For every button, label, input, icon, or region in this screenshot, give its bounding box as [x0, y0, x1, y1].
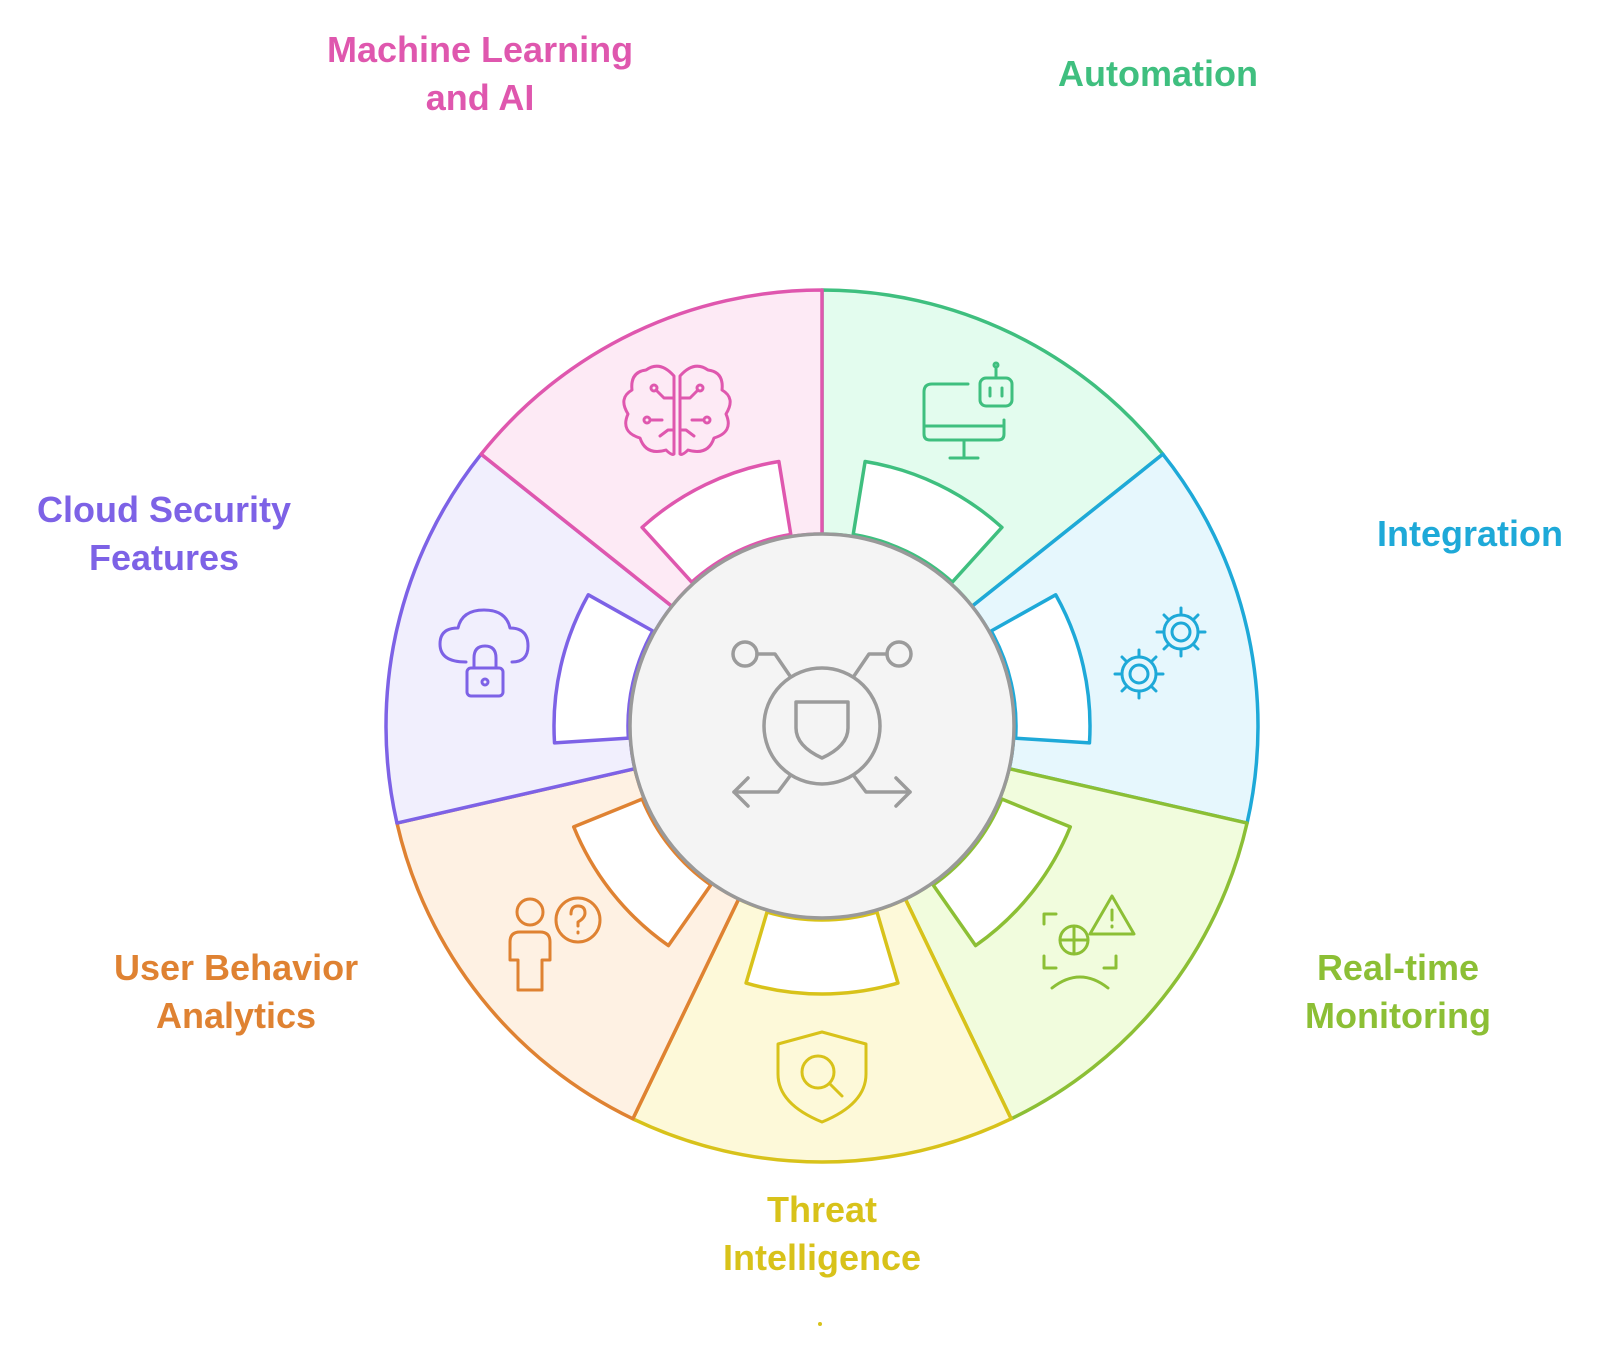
shield-search-icon: [776, 1030, 868, 1124]
notch-automation: [851, 459, 1004, 584]
notch-uba: [571, 797, 713, 948]
computer-robot-icon: [922, 361, 1014, 460]
monitoring-alert-icon: [1042, 894, 1136, 990]
label-realtime-line: Monitoring: [1305, 995, 1491, 1036]
notch-integration: [989, 593, 1092, 745]
label-realtime-line: Real-time: [1316, 947, 1479, 988]
label-threat-line: Intelligence: [723, 1237, 922, 1278]
segment-icons: [438, 361, 1207, 1124]
segment-connectors: [552, 459, 1092, 996]
notch-realtime: [931, 797, 1073, 948]
label-cloud-line: Features: [88, 537, 240, 578]
gears-icon: [1113, 606, 1207, 700]
label-uba-line: User Behavior: [114, 947, 359, 988]
label-uba-line: Analytics: [156, 995, 317, 1036]
brain-circuit-icon: [622, 364, 732, 456]
label-integration: Integration: [1377, 510, 1563, 558]
label-automation: Automation: [1058, 50, 1258, 98]
notch-threat: [744, 910, 900, 996]
label-cloud-line: Cloud Security: [37, 489, 292, 530]
label-ml: Machine Learning and AI: [327, 26, 633, 122]
user-question-icon: [508, 896, 602, 992]
hub-circle: [628, 532, 1016, 920]
label-integration-line: Integration: [1377, 513, 1563, 554]
label-ml-line: Machine Learning: [327, 29, 634, 70]
label-automation-line: Automation: [1058, 53, 1258, 94]
footer-dot: [818, 1322, 822, 1326]
shield-network-icon: [731, 640, 913, 808]
cloud-lock-icon: [438, 608, 530, 698]
notch-ml: [640, 459, 793, 584]
notch-cloud: [552, 593, 655, 745]
center-hub: [628, 532, 1016, 920]
label-threat-line: Threat: [767, 1189, 878, 1230]
label-ml-line: and AI: [425, 77, 535, 118]
